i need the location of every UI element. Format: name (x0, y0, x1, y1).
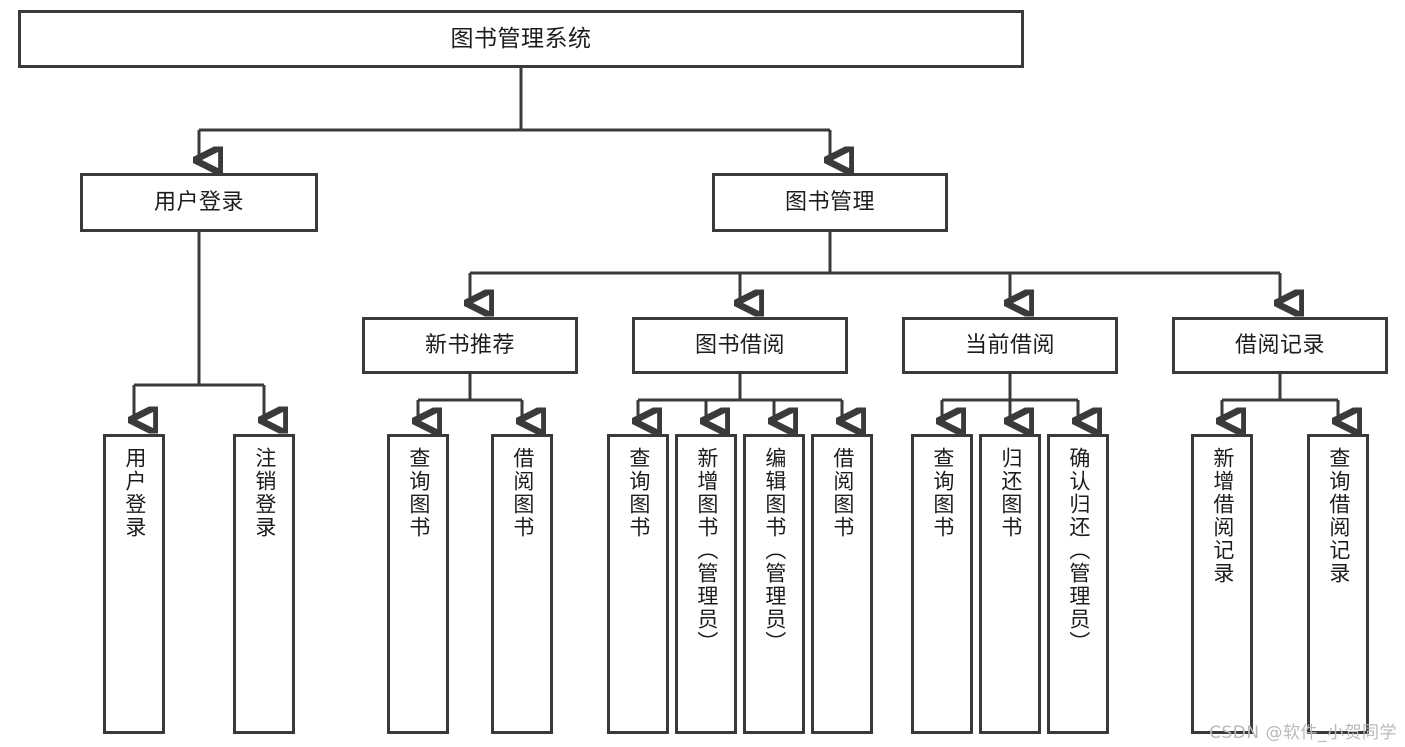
node-leaf-borrow-book-1[interactable]: 借阅图书 (491, 434, 553, 734)
node-user-login[interactable]: 用户登录 (80, 173, 318, 232)
node-label: 用户登录 (122, 447, 147, 539)
node-borrow-record[interactable]: 借阅记录 (1172, 317, 1388, 374)
node-label: 注销登录 (252, 447, 277, 539)
node-label: 图书管理系统 (450, 25, 592, 52)
node-label: 新增借阅记录 (1210, 447, 1235, 585)
node-leaf-confirm-return-admin[interactable]: 确认归还（管理员） (1047, 434, 1109, 734)
node-label: 查询图书 (626, 447, 651, 539)
node-new-book-recommend[interactable]: 新书推荐 (362, 317, 578, 374)
node-label: 查询借阅记录 (1326, 447, 1351, 585)
node-label: 新增图书（管理员） (694, 447, 719, 654)
node-leaf-query-borrow-record[interactable]: 查询借阅记录 (1307, 434, 1369, 734)
node-root-system[interactable]: 图书管理系统 (18, 10, 1024, 68)
node-label: 借阅记录 (1234, 332, 1325, 358)
node-label: 图书借阅 (694, 332, 785, 358)
node-label: 查询图书 (406, 447, 431, 539)
csdn-watermark: CSDN @软件_小贺同学 (1209, 723, 1397, 743)
node-current-borrow[interactable]: 当前借阅 (902, 317, 1118, 374)
node-leaf-query-book-2[interactable]: 查询图书 (607, 434, 669, 734)
node-label: 归还图书 (998, 447, 1023, 539)
node-label: 用户登录 (153, 189, 244, 215)
node-label: 编辑图书（管理员） (762, 447, 787, 654)
node-label: 借阅图书 (830, 447, 855, 539)
node-leaf-add-book-admin[interactable]: 新增图书（管理员） (675, 434, 737, 734)
node-book-management[interactable]: 图书管理 (712, 173, 948, 232)
node-leaf-query-book-3[interactable]: 查询图书 (911, 434, 973, 734)
node-leaf-logout-login[interactable]: 注销登录 (233, 434, 295, 734)
node-book-borrow[interactable]: 图书借阅 (632, 317, 848, 374)
node-label: 借阅图书 (510, 447, 535, 539)
node-label: 确认归还（管理员） (1066, 447, 1091, 654)
node-leaf-user-login[interactable]: 用户登录 (103, 434, 165, 734)
node-leaf-add-borrow-record[interactable]: 新增借阅记录 (1191, 434, 1253, 734)
node-label: 查询图书 (930, 447, 955, 539)
node-label: 当前借阅 (964, 332, 1055, 358)
node-leaf-query-book-1[interactable]: 查询图书 (387, 434, 449, 734)
node-leaf-return-book[interactable]: 归还图书 (979, 434, 1041, 734)
node-label: 新书推荐 (424, 332, 515, 358)
node-label: 图书管理 (784, 189, 875, 215)
node-leaf-edit-book-admin[interactable]: 编辑图书（管理员） (743, 434, 805, 734)
node-leaf-borrow-book-2[interactable]: 借阅图书 (811, 434, 873, 734)
